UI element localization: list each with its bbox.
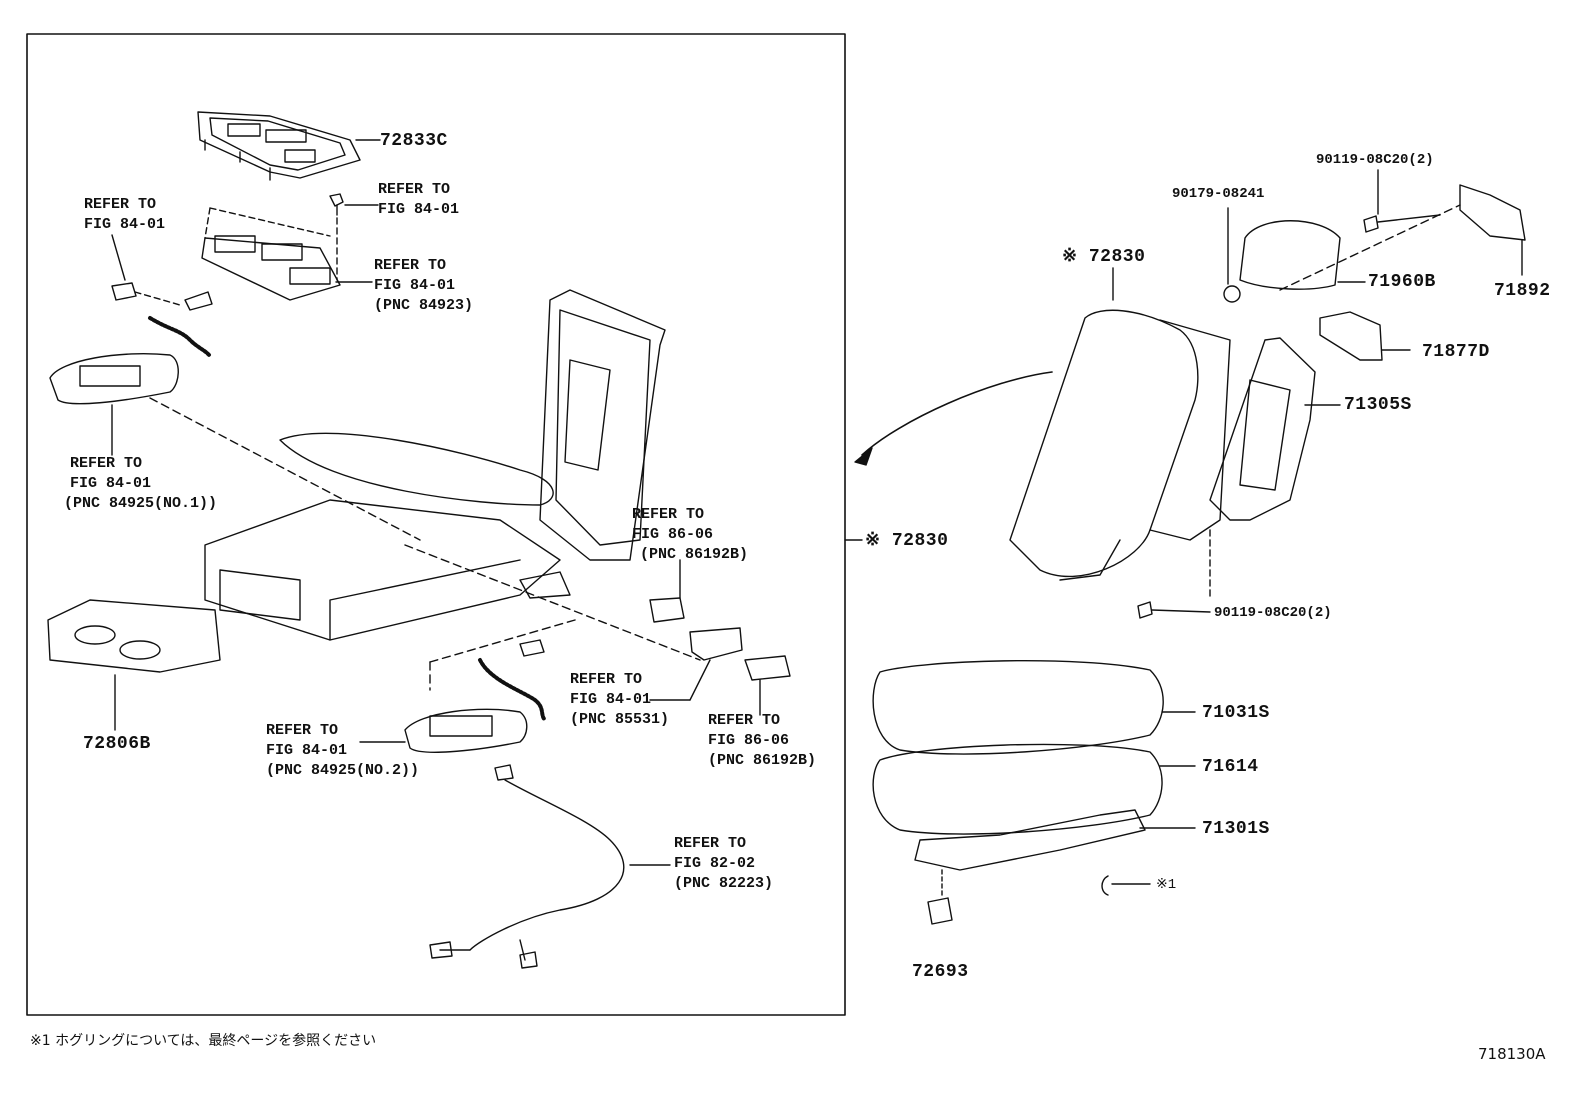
part-90119-08c20-top[interactable]: 90119-08C20(2) [1316,152,1434,168]
refer-fig: FIG 86-06 [632,526,714,543]
refer-line: REFER TO [570,671,643,688]
part-71892[interactable]: 71892 [1494,281,1551,301]
hog-ring-footnote: ※1 ホグリングについては、最終ページを参照ください [30,1033,377,1049]
remote-no1-drawing [49,353,421,541]
frame-71301s-drawing [914,809,1196,871]
switch-module-drawing [201,207,373,301]
refer-pnc: (PNC 84925(NO.2)) [266,762,420,779]
refer-line: REFER TO [378,181,451,198]
refer-fig: FIG 82-02 [674,855,756,872]
switch-86192b-lower-drawing [744,655,791,716]
cord-lower-drawing [478,639,547,722]
bolt-90119-bottom-drawing [1137,601,1211,619]
cord-upper-drawing [111,282,213,358]
part-71301s[interactable]: 71301S [1202,819,1270,839]
part-72693[interactable]: 72693 [912,962,969,982]
refer-fig: FIG 84-01 [374,277,456,294]
refer-callout-5[interactable]: REFER TO FIG 86-06 (PNC 86192B) [632,505,748,565]
figure-id: 718130A [1478,1045,1546,1063]
refer-line: REFER TO [84,196,157,213]
refer-line: REFER TO [266,722,339,739]
part-71877d[interactable]: 71877D [1422,342,1490,362]
refer-pnc: (PNC 86192B) [708,752,817,769]
refer-line: REFER TO [632,506,705,523]
refer-fig: FIG 84-01 [70,475,152,492]
refer-line: REFER TO [708,712,781,729]
cup-holder-drawing [47,599,221,731]
cushion-71031s-drawing [872,660,1196,755]
clip-72693-drawing [927,869,953,925]
wire-harness-drawing [429,764,671,969]
part-72833c[interactable]: 72833C [380,131,448,151]
part-72830-right[interactable]: ※ 72830 [1062,247,1146,267]
part-71305s[interactable]: 71305S [1344,395,1412,415]
clip-drawing [329,193,344,281]
refer-callout-3[interactable]: REFER TO FIG 84-01 (PNC 84923) [374,256,473,316]
frame-71305s-drawing [1209,337,1341,601]
refer-fig: FIG 84-01 [84,216,166,233]
remote-no2-drawing [359,708,528,753]
part-72806b[interactable]: 72806B [83,734,151,754]
part-71960b[interactable]: 71960B [1368,272,1436,292]
refer-line: REFER TO [374,257,447,274]
refer-callout-2[interactable]: REFER TO FIG 84-01 [378,180,459,220]
refer-fig: FIG 84-01 [266,742,348,759]
hog-ring-marker: ※1 [1156,877,1177,893]
pad-71614-drawing [872,743,1196,835]
switch-86192b-upper-drawing [649,559,685,623]
bolt-90119-top-drawing [1363,169,1441,233]
left-assembly-frame [26,33,846,1016]
refer-pnc: (PNC 85531) [570,711,670,728]
refer-pnc: (PNC 84923) [374,297,474,314]
refer-pnc: (PNC 86192B) [640,546,749,563]
nut-90179-drawing [1223,207,1241,303]
part-90119-08c20-bottom[interactable]: 90119-08C20(2) [1214,605,1332,621]
refer-callout-8[interactable]: REFER TO FIG 84-01 (PNC 84925(NO.2)) [266,721,419,781]
refer-line: REFER TO [70,455,143,472]
part-90179-08241[interactable]: 90179-08241 [1172,186,1265,202]
refer-callout-1[interactable]: REFER TO FIG 84-01 [84,195,165,235]
part-72830-center[interactable]: ※ 72830 [865,531,949,551]
refer-callout-9[interactable]: REFER TO FIG 82-02 (PNC 82223) [674,834,773,894]
refer-fig: FIG 84-01 [570,691,652,708]
console-box-drawing [204,289,666,641]
refer-line: REFER TO [674,835,747,852]
refer-callout-4[interactable]: REFER TO FIG 84-01 (PNC 84925(NO.1)) [64,454,217,514]
panel-72833c-drawing [197,111,381,181]
seat-back-drawing [1009,267,1231,581]
hog-ring-icon [1101,875,1109,896]
refer-callout-6[interactable]: REFER TO FIG 84-01 (PNC 85531) [570,670,669,730]
part-71614[interactable]: 71614 [1202,757,1259,777]
assembly-arrow [861,371,1053,456]
refer-pnc: (PNC 82223) [674,875,774,892]
bracket-71892-drawing [1459,184,1526,276]
refer-fig: FIG 84-01 [378,201,460,218]
refer-fig: FIG 86-06 [708,732,790,749]
headrest-drawing [1239,220,1366,290]
cover-71877d-drawing [1319,311,1411,361]
switch-85531-drawing [649,627,743,701]
refer-callout-7[interactable]: REFER TO FIG 86-06 (PNC 86192B) [708,711,816,771]
refer-pnc: (PNC 84925(NO.1)) [64,495,218,512]
part-71031s[interactable]: 71031S [1202,703,1270,723]
